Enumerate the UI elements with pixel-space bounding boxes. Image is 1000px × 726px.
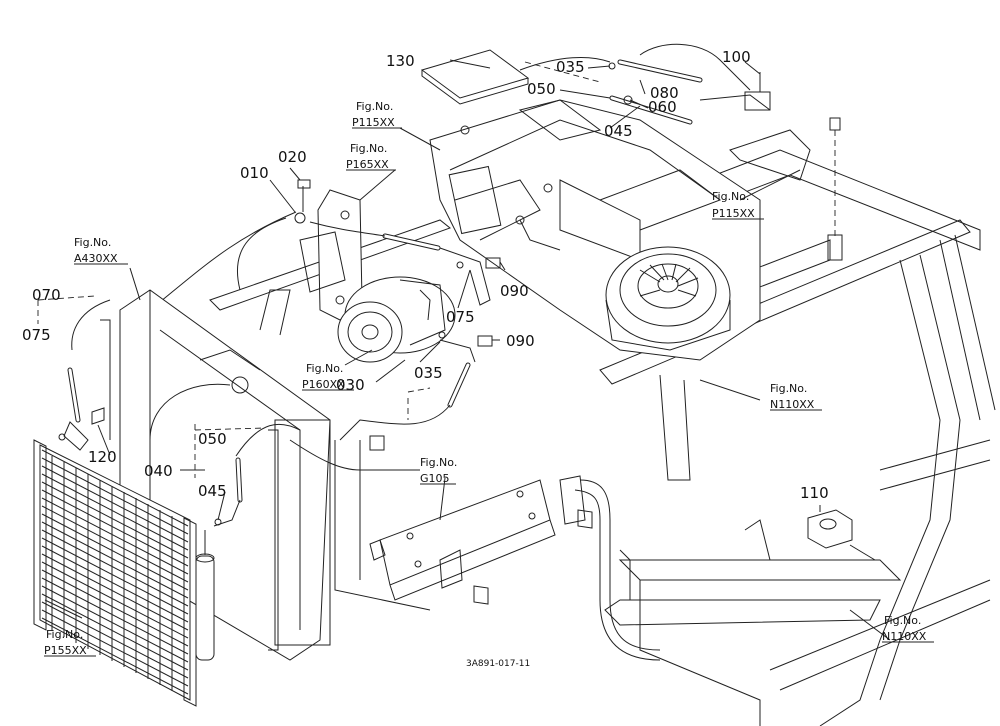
figref-a430-label: Fig.No. <box>74 236 111 249</box>
figref-p160-code: P160XX <box>302 378 345 391</box>
condenser-fin <box>41 513 189 591</box>
condenser-fin <box>41 489 189 567</box>
condenser-fin <box>41 569 189 647</box>
figref-p155-code: P155XX <box>44 644 87 657</box>
figref-p165-label: Fig.No. <box>350 142 387 155</box>
figref-n110-low-code: N110XX <box>882 630 927 643</box>
callout-075-mid: 075 <box>446 308 475 326</box>
condenser-fin <box>41 609 189 687</box>
callout-010: 010 <box>240 164 269 182</box>
condenser-fin <box>41 473 189 551</box>
figref-a430-code: A430XX <box>74 252 118 265</box>
callout-070: 070 <box>32 286 61 304</box>
callout-080: 080 <box>650 84 679 102</box>
figref-p165-code: P165XX <box>346 158 389 171</box>
condenser-fin <box>41 457 189 535</box>
callout-045-top: 045 <box>604 122 633 140</box>
callout-045-low: 045 <box>198 482 227 500</box>
figref-p115-right-label: Fig.No. <box>712 190 749 203</box>
figref-p115-right-code: P115XX <box>712 207 755 220</box>
hvac-unit <box>429 99 761 361</box>
cover-plate <box>420 49 530 105</box>
condenser-fin <box>41 505 189 583</box>
condenser-fin <box>41 449 189 527</box>
leader-lines <box>37 59 891 641</box>
figref-p155-label: Fig.No. <box>46 628 83 641</box>
condenser-fin <box>41 561 189 639</box>
condenser-fin <box>41 465 189 543</box>
callout-040: 040 <box>144 462 173 480</box>
figref-n110-mid-label: Fig.No. <box>770 382 807 395</box>
center-hoses <box>309 221 501 441</box>
figref-n110-mid-code: N110XX <box>770 398 815 411</box>
callout-050-low: 050 <box>198 430 227 448</box>
receiver-drier <box>195 530 215 661</box>
figref-g105-code: G105 <box>420 472 450 485</box>
figref-p115-top-label: Fig.No. <box>356 100 393 113</box>
condenser-fin <box>41 601 189 679</box>
callout-090-a: 090 <box>500 282 529 300</box>
drawing-code: 3A891-017-11 <box>466 659 530 669</box>
figref-p160-label: Fig.No. <box>306 362 343 375</box>
callout-020: 020 <box>278 148 307 166</box>
condenser-fin <box>41 545 189 623</box>
figure-references: Fig.No. P115XX Fig.No. P165XX Fig.No. P1… <box>44 100 934 657</box>
condenser-fin <box>41 537 189 615</box>
figref-g105-label: Fig.No. <box>420 456 457 469</box>
callout-035-top: 035 <box>556 58 585 76</box>
left-hoses <box>58 299 111 451</box>
condenser-fin <box>41 593 189 671</box>
condenser-fin <box>41 521 189 599</box>
callout-130: 130 <box>386 52 415 70</box>
rubber-block <box>807 509 853 549</box>
condenser-fin <box>41 529 189 607</box>
callout-110: 110 <box>800 484 829 502</box>
callout-120: 120 <box>88 448 117 466</box>
figref-p115-top-code: P115XX <box>352 116 395 129</box>
callout-050-top: 050 <box>527 80 556 98</box>
callout-035-mid: 035 <box>414 364 443 382</box>
condenser-fin <box>41 585 189 663</box>
mount-bracket <box>369 435 593 605</box>
condenser-fin <box>41 497 189 575</box>
compressor <box>337 276 456 363</box>
condenser-fin <box>41 481 189 559</box>
condenser-fin <box>41 577 189 655</box>
condenser-fin <box>41 553 189 631</box>
top-hoses <box>519 43 843 261</box>
callout-075-left: 075 <box>22 326 51 344</box>
callout-090-b: 090 <box>506 332 535 350</box>
condenser-fin <box>41 617 189 695</box>
callout-060: 060 <box>648 98 677 116</box>
figref-n110-low-label: Fig.No. <box>884 614 921 627</box>
condenser <box>33 439 197 707</box>
callouts: 130 035 100 050 080 060 045 010 020 090 … <box>22 48 829 502</box>
callout-100: 100 <box>722 48 751 66</box>
